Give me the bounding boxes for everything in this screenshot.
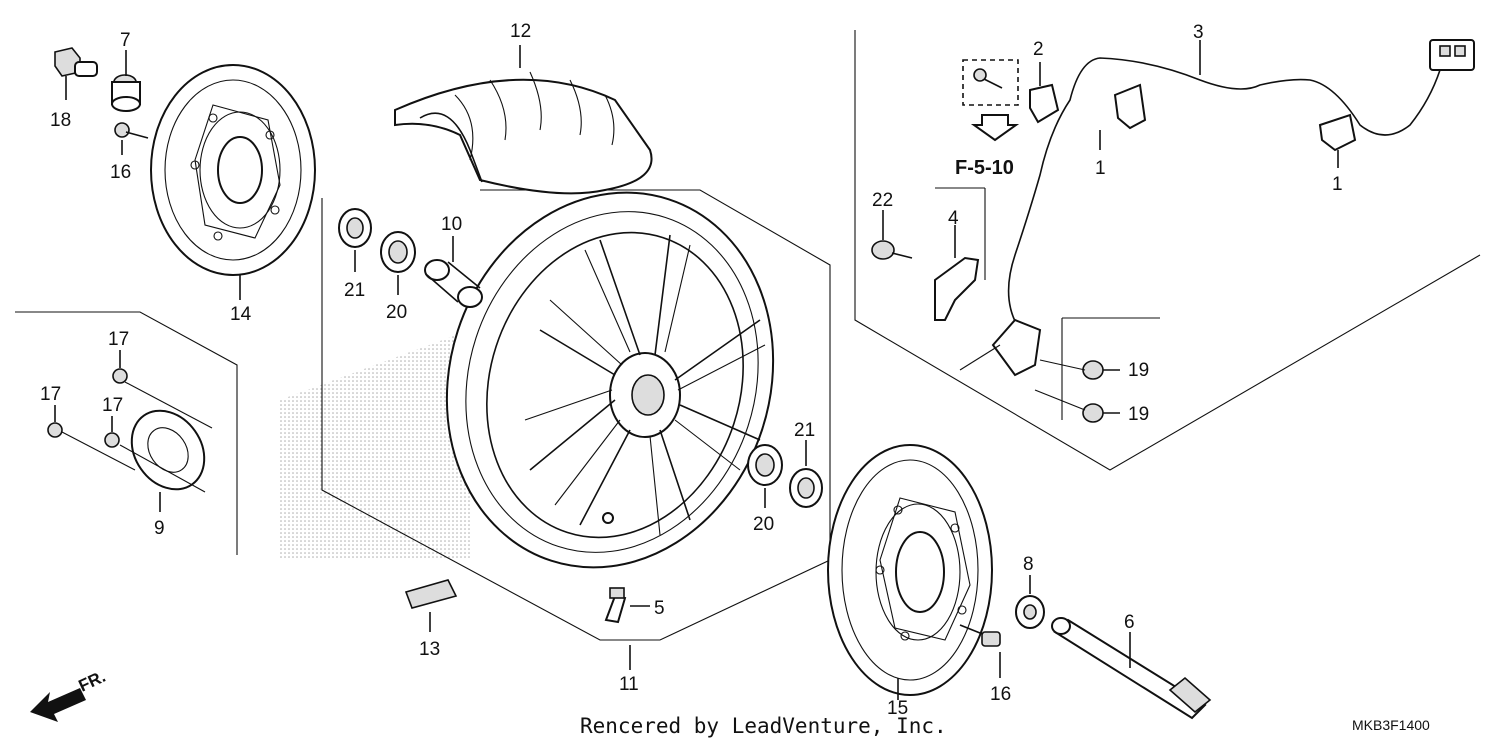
callout-12: 12 bbox=[510, 21, 531, 42]
part-14-brake-disc bbox=[150, 64, 316, 300]
callout-9: 9 bbox=[154, 518, 165, 539]
part-4-bracket bbox=[934, 225, 980, 321]
part-17-bolt-c bbox=[104, 416, 120, 448]
part-8-collar bbox=[1015, 575, 1045, 629]
callout-19-b: 19 bbox=[1128, 404, 1149, 425]
part-12-tire bbox=[394, 45, 653, 195]
part-20-bearing-right bbox=[747, 444, 783, 508]
part-6-axle bbox=[1051, 617, 1212, 720]
part-1-clamp-b bbox=[1318, 113, 1357, 168]
callout-3: 3 bbox=[1193, 22, 1204, 43]
part-19-nut-b bbox=[1082, 403, 1120, 423]
callout-11: 11 bbox=[619, 674, 639, 695]
part-10-distance-collar bbox=[424, 236, 483, 308]
callout-21-a: 21 bbox=[344, 280, 365, 301]
part-17-bolt-b bbox=[47, 405, 63, 438]
callout-19-a: 19 bbox=[1128, 360, 1149, 381]
callout-17-c: 17 bbox=[102, 395, 123, 416]
part-21-bearing-left bbox=[338, 208, 372, 272]
callout-5: 5 bbox=[654, 598, 665, 619]
part-18-bolt bbox=[54, 47, 98, 100]
part-9-pulser-ring bbox=[61, 381, 213, 512]
part-16-bolt-top bbox=[114, 122, 149, 155]
callout-1-a: 1 bbox=[1095, 158, 1106, 179]
callout-2: 2 bbox=[1033, 39, 1044, 60]
part-15-brake-disc bbox=[827, 444, 993, 700]
callout-8: 8 bbox=[1023, 554, 1034, 575]
callout-14: 14 bbox=[230, 304, 252, 325]
part-2-clip bbox=[1029, 62, 1060, 124]
part-19-nut-a bbox=[1082, 360, 1120, 380]
hub-group-frame bbox=[15, 311, 238, 555]
part-22-bolt bbox=[871, 210, 913, 260]
part-20-bearing-left bbox=[380, 231, 416, 295]
part-7-collar bbox=[111, 50, 141, 112]
callout-21-b: 21 bbox=[794, 420, 815, 441]
part-17-bolt-a bbox=[112, 350, 128, 384]
part-13-balance-weight bbox=[404, 579, 458, 632]
callout-16-b: 16 bbox=[990, 684, 1011, 705]
reference-box bbox=[962, 59, 1020, 142]
front-direction-arrow: FR. bbox=[30, 667, 109, 722]
floor-shading bbox=[280, 330, 470, 560]
wheel-assembly-frame bbox=[321, 189, 831, 641]
callout-4: 4 bbox=[948, 208, 959, 229]
credit-line: Rencered by LeadVenture, Inc. bbox=[580, 714, 947, 738]
part-11-wheel-rim bbox=[445, 191, 775, 569]
diagram-code: MKB3F1400 bbox=[1352, 717, 1430, 733]
callout-15: 15 bbox=[887, 698, 908, 719]
sensor-group-frame bbox=[854, 30, 1481, 471]
reference-label: F-5-10 bbox=[955, 157, 1014, 179]
callout-10: 10 bbox=[441, 214, 462, 235]
callout-17-a: 17 bbox=[108, 329, 129, 350]
callout-6: 6 bbox=[1124, 612, 1135, 633]
callout-22: 22 bbox=[872, 190, 893, 211]
part-21-bearing-right bbox=[789, 440, 823, 508]
callout-20-b: 20 bbox=[753, 514, 774, 535]
part-5-valve bbox=[604, 587, 650, 624]
callout-18: 18 bbox=[50, 110, 71, 131]
speed-sensor bbox=[959, 318, 1042, 377]
callout-17-b: 17 bbox=[40, 384, 61, 405]
part-16-bolt-bottom bbox=[959, 624, 1001, 678]
callout-13: 13 bbox=[419, 639, 440, 660]
part-3-sensor-wire bbox=[1007, 39, 1475, 331]
callout-7: 7 bbox=[120, 30, 131, 51]
callout-16-a: 16 bbox=[110, 162, 131, 183]
callout-1-b: 1 bbox=[1332, 174, 1343, 195]
part-1-clamp-a bbox=[1099, 83, 1147, 150]
callout-20-a: 20 bbox=[386, 302, 407, 323]
